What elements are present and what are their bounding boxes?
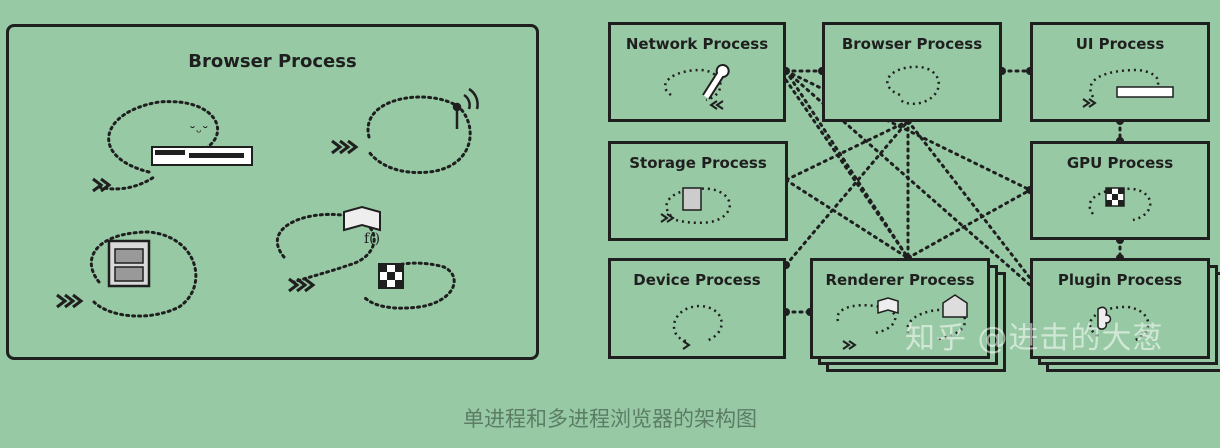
- plugin-process-box: Plugin Process: [1030, 258, 1210, 359]
- device-loop-icon: [672, 304, 723, 350]
- toolbar-icon: [151, 146, 253, 166]
- antenna-icon: [452, 87, 479, 129]
- browser-process-title: Browser Process: [841, 35, 983, 53]
- storage-process-box: Storage Process: [608, 141, 788, 241]
- left-panel-title: Browser Process: [188, 51, 357, 72]
- renderer-process-box: Renderer Process: [810, 258, 990, 359]
- storage-process-title: Storage Process: [629, 154, 767, 172]
- book-icon: f(): [343, 205, 381, 247]
- gpu-process-box: GPU Process: [1030, 141, 1210, 240]
- left-panel-illustrations: ˘ᵕ˘ f(): [56, 87, 479, 318]
- ui-process-box: UI Process: [1030, 22, 1210, 122]
- plugin-loop-icon: [1088, 305, 1150, 343]
- renderer-process-title: Renderer Process: [825, 271, 975, 289]
- renderer-loop-icon: [836, 294, 968, 350]
- watermark-text: 知乎 @进击的大葱: [905, 321, 1164, 356]
- browser-process-box: Browser Process: [822, 22, 1002, 122]
- checkerboard-icon: [378, 263, 404, 289]
- ui-toolbar-loop-icon: [1082, 68, 1174, 108]
- ui-process-title: UI Process: [1075, 35, 1165, 53]
- storage-thread-loop-icon: [89, 230, 198, 318]
- figure-caption: 单进程和多进程浏览器的架构图: [463, 407, 757, 431]
- file-cabinet-icon: [107, 239, 151, 288]
- network-process-box: Network Process: [608, 22, 786, 122]
- plugin-process-title: Plugin Process: [1057, 271, 1183, 289]
- wrench-loop-icon: [664, 64, 730, 110]
- device-process-title: Device Process: [633, 271, 761, 289]
- network-process-title: Network Process: [625, 35, 769, 53]
- svg-text:˘ᵕ˘: ˘ᵕ˘: [189, 125, 209, 141]
- gpu-process-title: GPU Process: [1066, 154, 1174, 172]
- browser-loop-icon: [886, 65, 940, 106]
- gpu-loop-icon: [1088, 187, 1152, 222]
- network-thread-loop-icon: [366, 95, 472, 175]
- storage-loop-icon: [660, 187, 731, 225]
- svg-text:f(): f(): [364, 231, 380, 247]
- single-process-panel: Browser Process ˘ᵕ˘: [6, 24, 539, 360]
- arrow-chevrons-icon: [92, 177, 112, 193]
- device-process-box: Device Process: [608, 258, 786, 359]
